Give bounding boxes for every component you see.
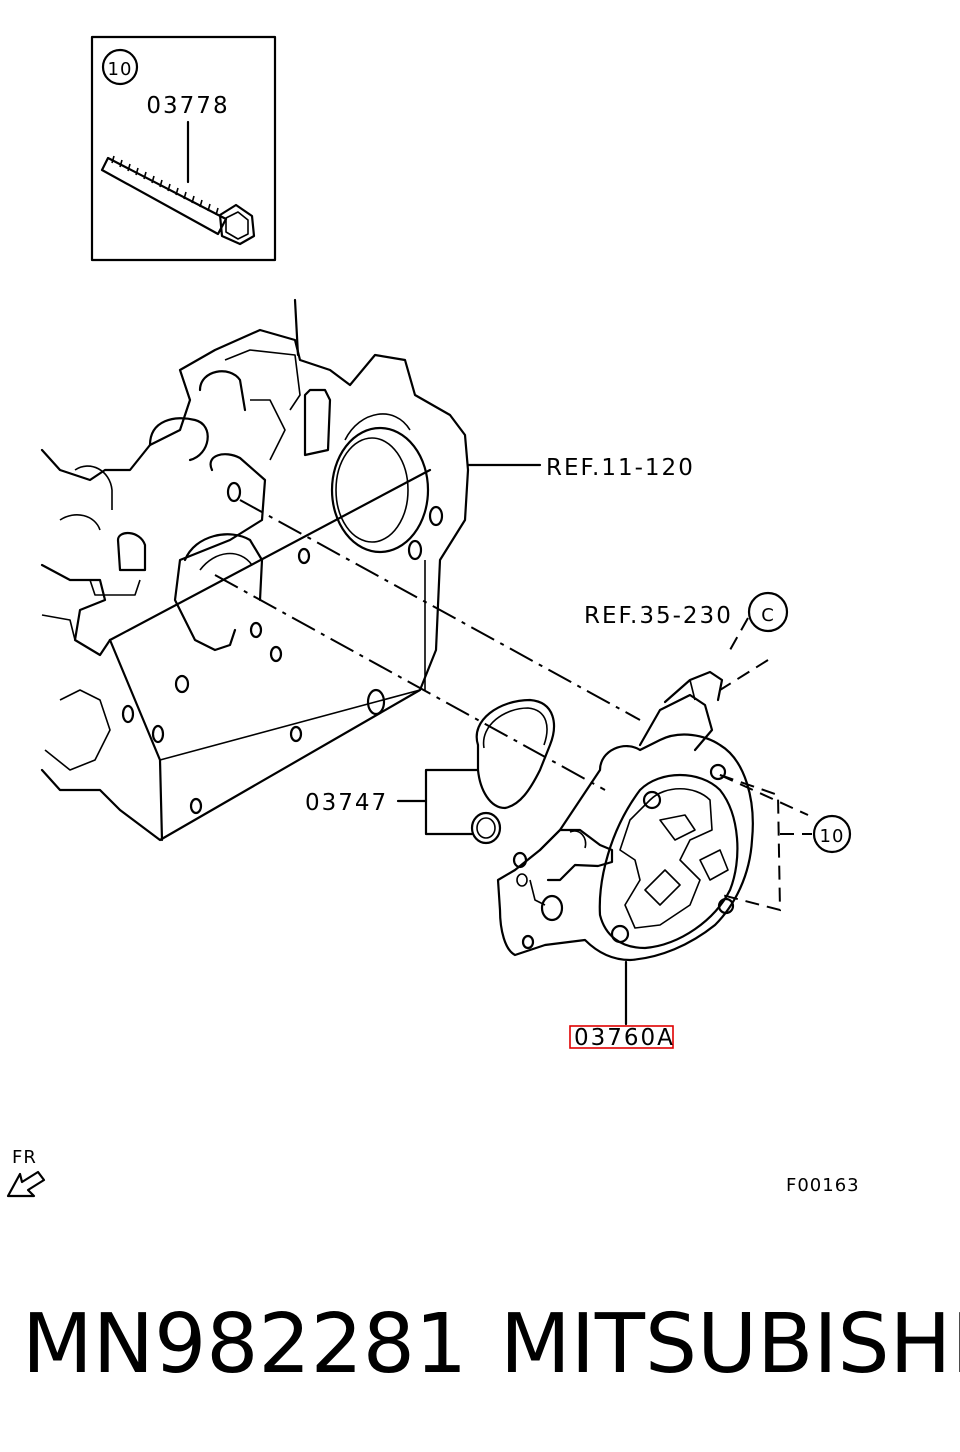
brand-name: MITSUBISHI — [500, 1297, 960, 1392]
ref-hose-label[interactable]: REF.35-230 — [584, 603, 733, 629]
gasket-drawing — [470, 698, 556, 845]
bolt-inset: 10 03778 — [90, 35, 277, 262]
bolt-part-number[interactable]: 03778 — [146, 93, 229, 119]
ref-cylinder-head-label[interactable]: REF.11-120 — [546, 455, 695, 481]
bolt-icon — [100, 155, 256, 246]
pump-part-highlight — [569, 1025, 674, 1049]
vacuum-pump-drawing — [496, 670, 754, 962]
front-arrow-label: FR — [12, 1147, 37, 1168]
part-number: MN982281 — [22, 1297, 468, 1392]
bolt-qty-label: 10 — [108, 59, 133, 80]
cylinder-head-drawing — [40, 298, 470, 842]
ref-hose-circle-label: C — [761, 605, 775, 626]
pump-part-number[interactable]: 03760A — [574, 1025, 675, 1051]
front-arrow-icon — [6, 1170, 46, 1198]
gasket-part-number[interactable]: 03747 — [305, 790, 388, 816]
footer: MN982281 MITSUBISHI — [0, 1290, 960, 1400]
pump-bolt-qty-label: 10 — [820, 826, 845, 847]
figure-code: F00163 — [786, 1175, 860, 1196]
